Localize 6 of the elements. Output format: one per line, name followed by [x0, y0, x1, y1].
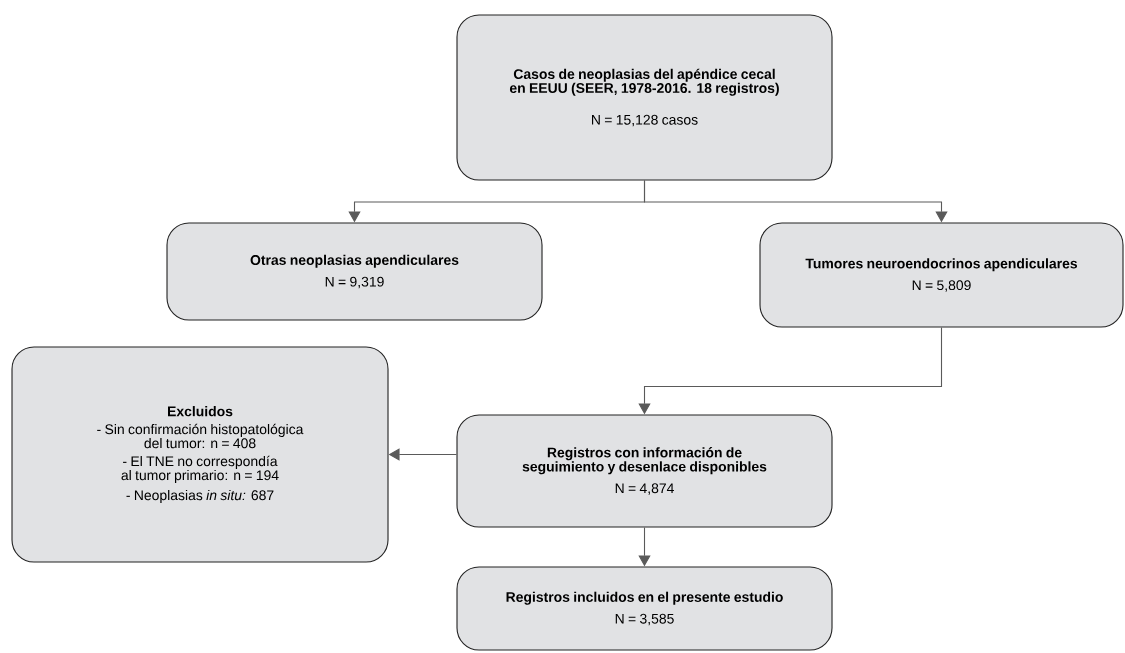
process-box: Registros incluidos en el presente estudio N = 3,585	[456, 566, 833, 651]
process-box: Casos de neoplasias del apéndice cecal en EEUU (SEER, 1978-2016. 18 registros) N = 15,128 casos	[456, 14, 833, 181]
process-box: Excluidos - Sin confirmación histopatológica del tumor: n = 408 - El TNE no correspondía al tumor primario: n = 194 - Neoplasias in situ: 687	[11, 346, 389, 563]
process-box: Tumores neuroendocrinos apendiculares N = 5,809	[759, 222, 1124, 328]
process-box: Registros con información de seguimiento y desenlace disponibles N = 4,874	[456, 414, 833, 528]
process-box: Otras neoplasias apendiculares N = 9,319	[166, 222, 543, 321]
